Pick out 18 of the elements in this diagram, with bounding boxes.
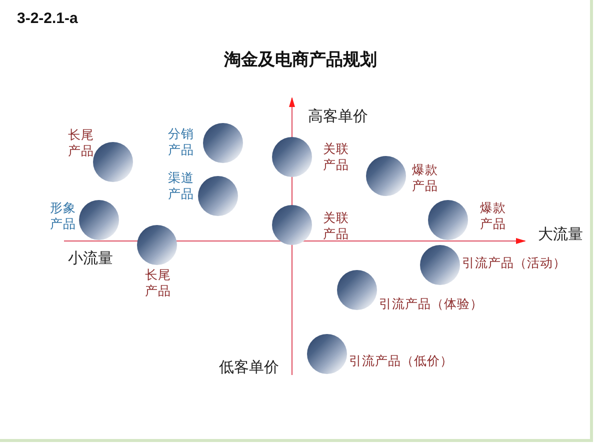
product-label: 爆款产品 (412, 162, 438, 194)
product-label: 关联产品 (323, 141, 349, 173)
axis-label: 高客单价 (308, 107, 368, 125)
title: 淘金及电商产品规划 (224, 50, 377, 70)
slide-number: 3-2-2.1-a (17, 10, 78, 28)
product-label: 爆款产品 (480, 200, 506, 232)
product-label: 关联产品 (323, 210, 349, 242)
axis-label: 低客单价 (219, 358, 279, 376)
product-label: 长尾产品 (68, 127, 94, 159)
product-label: 长尾产品 (145, 267, 171, 299)
product-label: 引流产品（低价） (349, 353, 453, 369)
product-label: 分销产品 (168, 126, 194, 158)
product-label: 引流产品（活动） (462, 255, 566, 271)
axis-label: 大流量 (538, 225, 583, 243)
product-label: 形象产品 (50, 200, 76, 232)
product-label: 引流产品（体验） (379, 296, 483, 312)
axis-label: 小流量 (68, 249, 113, 267)
product-label: 渠道产品 (168, 170, 194, 202)
